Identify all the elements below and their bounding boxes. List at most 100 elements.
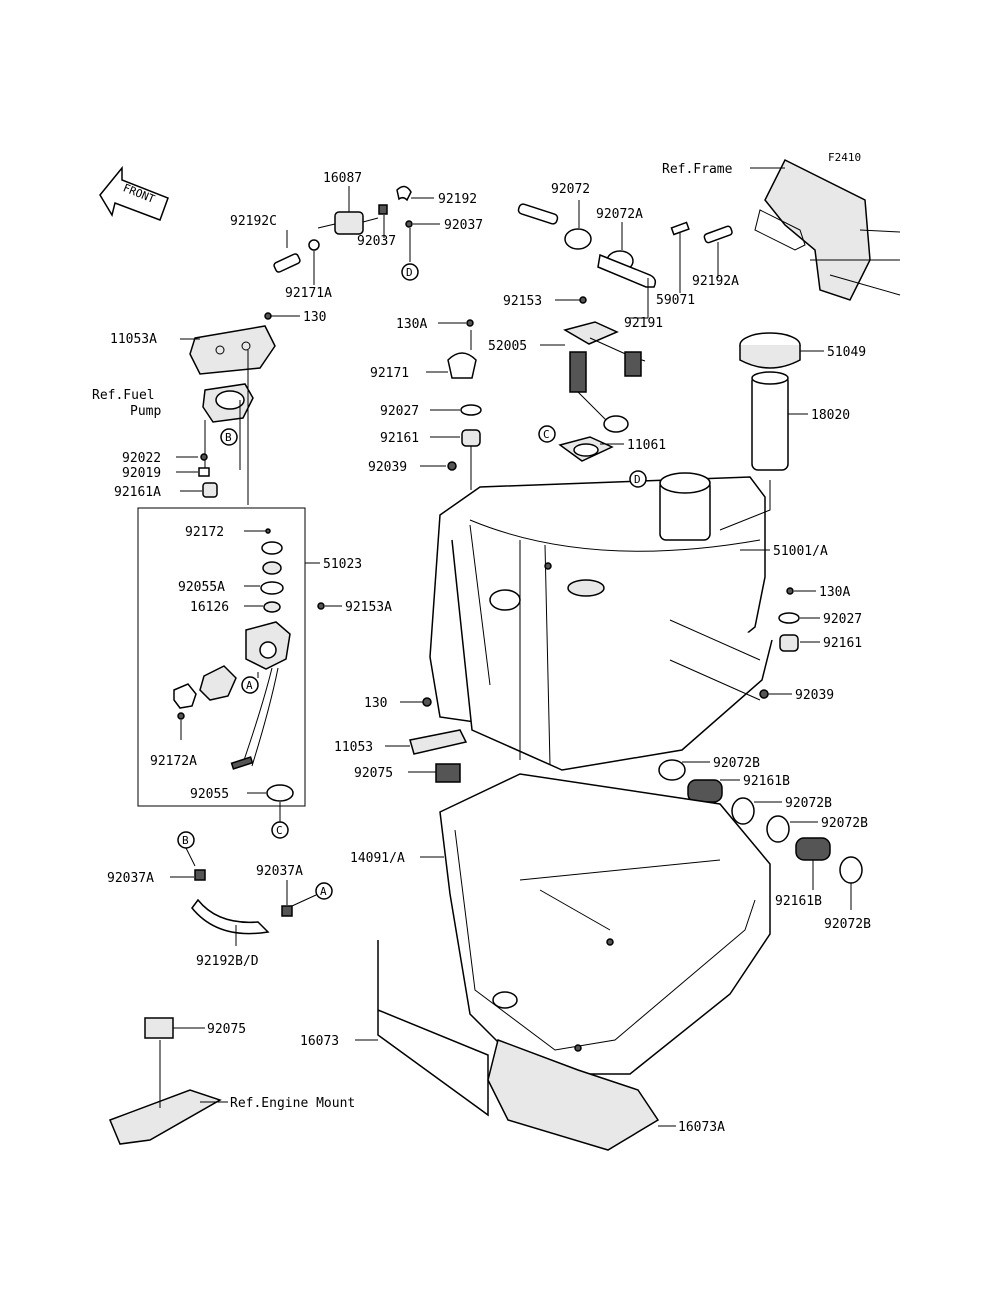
fuel-filter-16087 bbox=[334, 211, 364, 235]
assembly-box bbox=[137, 507, 306, 807]
part-label-92171: 92171 bbox=[370, 366, 409, 381]
clamp-92171a bbox=[308, 239, 320, 251]
callout-a-mid: A bbox=[241, 676, 259, 694]
part-label-92037a-right: 92037A bbox=[256, 864, 303, 879]
clamp-92072b-1 bbox=[658, 759, 686, 781]
part-label-11061: 11061 bbox=[627, 438, 666, 453]
part-label-92072a: 92072A bbox=[596, 207, 643, 222]
callout-b-upper-label: B bbox=[225, 431, 232, 444]
frame-reference-drawing bbox=[750, 158, 901, 301]
part-label-92072b-3: 92072B bbox=[821, 816, 868, 831]
part-label-92191: 92191 bbox=[624, 316, 663, 331]
callout-b-lower: B bbox=[177, 831, 195, 849]
fuel-gauge-group bbox=[540, 296, 646, 462]
part-label-11053: 11053 bbox=[334, 740, 373, 755]
part-label-92171a: 92171A bbox=[285, 286, 332, 301]
tube-92072 bbox=[517, 203, 559, 225]
callout-b-lower-label: B bbox=[182, 834, 189, 847]
bolt-92039-left bbox=[447, 461, 457, 471]
right-mount-group bbox=[669, 587, 820, 701]
sleeve-92161b-1 bbox=[687, 779, 723, 803]
collar-92027-left bbox=[460, 404, 482, 416]
part-label-130-top: 130 bbox=[303, 310, 326, 325]
callout-d-tank: D bbox=[629, 470, 647, 488]
clamp-92072b-3 bbox=[766, 815, 790, 843]
grommet-92161-left bbox=[461, 429, 481, 447]
bolt-130-mid bbox=[422, 697, 432, 707]
hose-92192bd-group bbox=[170, 847, 317, 946]
part-label-16126: 16126 bbox=[190, 600, 229, 615]
callout-c-top: C bbox=[538, 425, 556, 443]
callout-a-mid-label: A bbox=[246, 679, 253, 692]
part-label-92037a-left: 92037A bbox=[107, 871, 154, 886]
screw-92153 bbox=[579, 296, 587, 304]
part-label-51001a: 51001/A bbox=[773, 544, 828, 559]
nut-92019 bbox=[198, 467, 210, 477]
part-label-92192: 92192 bbox=[438, 192, 477, 207]
callout-a-lower: A bbox=[315, 882, 333, 900]
part-label-130a-right: 130A bbox=[819, 585, 850, 600]
part-label-92075-mid: 92075 bbox=[354, 766, 393, 781]
hose-92192 bbox=[396, 185, 412, 202]
engine-mount-group bbox=[109, 1017, 228, 1145]
callout-d-top-label: D bbox=[406, 266, 413, 279]
lower-tank-14091 bbox=[420, 773, 771, 1075]
bolt-92153a bbox=[317, 602, 325, 610]
part-label-92161-left: 92161 bbox=[380, 431, 419, 446]
ref-fuel-pump-label-1: Ref.Fuel bbox=[92, 388, 155, 403]
part-label-92019: 92019 bbox=[122, 466, 161, 481]
engine-mount-bracket bbox=[109, 1089, 222, 1145]
vent-hose-group bbox=[517, 200, 733, 319]
part-label-92172: 92172 bbox=[185, 525, 224, 540]
collar-92027-right bbox=[778, 612, 800, 624]
callout-c-bottom: C bbox=[271, 821, 289, 839]
ref-fuel-pump-label-2: Pump bbox=[130, 404, 161, 419]
grommet-92161-right bbox=[779, 634, 799, 652]
float bbox=[603, 415, 629, 433]
part-label-92072b-2: 92072B bbox=[785, 796, 832, 811]
part-label-92192bd: 92192B/D bbox=[196, 954, 259, 969]
part-label-92172a: 92172A bbox=[150, 754, 197, 769]
part-label-92072b-1: 92072B bbox=[713, 756, 760, 771]
bracket-92171 bbox=[447, 352, 477, 379]
bolt-92039-right bbox=[759, 689, 769, 699]
oring-92055 bbox=[266, 784, 294, 802]
part-label-92027-left: 92027 bbox=[380, 404, 419, 419]
part-label-92153a: 92153A bbox=[345, 600, 392, 615]
left-mount-group bbox=[420, 319, 482, 490]
part-label-92055: 92055 bbox=[190, 787, 229, 802]
part-label-92161a: 92161A bbox=[114, 485, 161, 500]
ref-frame-label: Ref.Frame bbox=[662, 162, 733, 177]
part-label-92055a: 92055A bbox=[178, 580, 225, 595]
clip-92037a-right bbox=[281, 905, 293, 917]
callout-a-lower-label: A bbox=[320, 885, 327, 898]
part-label-130a-top: 130A bbox=[396, 317, 427, 332]
part-label-130-mid: 130 bbox=[364, 696, 387, 711]
callout-d-top: D bbox=[401, 263, 419, 281]
bolt-130-top bbox=[264, 312, 272, 320]
part-label-92039-left: 92039 bbox=[368, 460, 407, 475]
clamp-92072b-2 bbox=[731, 797, 755, 825]
heat-guard-group bbox=[355, 940, 676, 1151]
part-label-92072b-4: 92072B bbox=[824, 917, 871, 932]
part-label-92075-bottom: 92075 bbox=[207, 1022, 246, 1037]
part-label-92022: 92022 bbox=[122, 451, 161, 466]
part-label-92192c: 92192C bbox=[230, 214, 277, 229]
hose-92191 bbox=[597, 253, 657, 288]
sender-unit-52005 bbox=[569, 351, 587, 393]
lower-tank-shell bbox=[439, 773, 771, 1075]
part-16126 bbox=[263, 601, 281, 613]
guard-16073a bbox=[487, 1039, 660, 1151]
part-label-52005: 52005 bbox=[488, 339, 527, 354]
connector bbox=[624, 351, 642, 377]
part-label-92153: 92153 bbox=[503, 294, 542, 309]
clip-92037-mid bbox=[405, 220, 413, 228]
clamp-92072 bbox=[564, 228, 592, 250]
clip-92037-top bbox=[378, 204, 388, 215]
bolt-130a-right bbox=[786, 587, 794, 595]
grommet-92161a bbox=[202, 482, 218, 498]
callout-b-upper: B bbox=[220, 428, 238, 446]
seal-92172 bbox=[261, 541, 283, 555]
filler-tube-18020 bbox=[751, 374, 789, 471]
